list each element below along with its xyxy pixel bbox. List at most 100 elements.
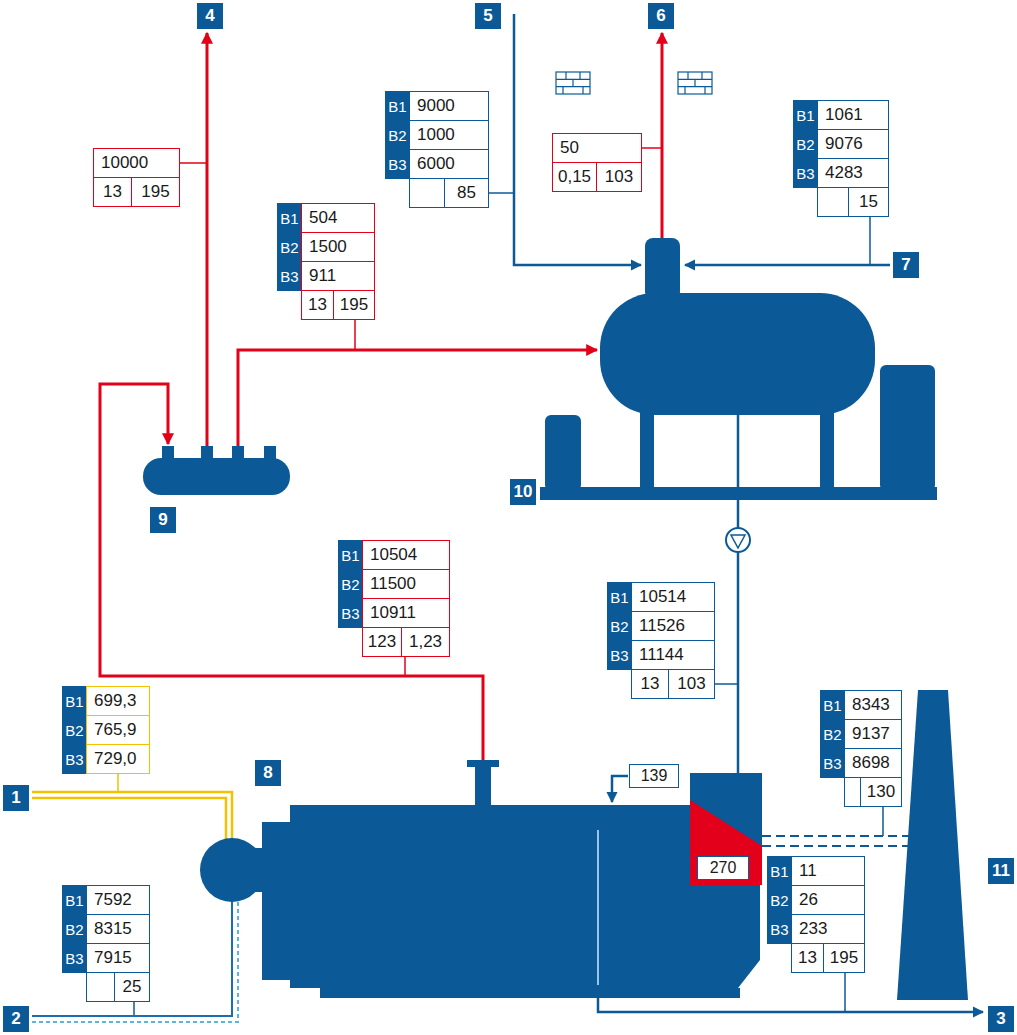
data-table: 500,15103 [552,133,642,192]
row-tag-cell: B1 [607,582,632,612]
callout-number: 4 [197,3,223,29]
boiler-body [290,805,760,988]
table-row: B21000 [385,120,489,150]
row-tag-cell: B3 [62,744,87,774]
value-cell: 9000 [409,91,489,121]
value-text: 765,9 [94,720,137,740]
value-text: 10000 [101,153,148,173]
brick-icon [556,72,590,94]
table-row: 85 [385,178,489,208]
data-table: B110514B211526B31114413103 [607,582,715,699]
leader-lines [134,193,883,1016]
table-row: 139 [629,764,679,788]
table-row: B2 11526 [607,611,715,641]
value-cell: 7915 [86,943,150,973]
table-row: 13 103 [607,669,715,699]
row-tag: B3 [610,647,628,664]
value-text: 9137 [852,724,890,744]
value-cell: 195 [823,943,865,973]
table-row: B11061 [793,100,889,130]
value-text: 130 [867,782,895,802]
distributor-body [143,458,290,495]
value-cell: 8315 [86,914,150,944]
row-tag: B2 [388,127,406,144]
value-text: 10504 [370,545,417,565]
distributor-stub [264,446,276,460]
tank-body [600,293,875,415]
row-tag: B1 [610,589,628,606]
value-text: 699,3 [94,691,137,711]
value-text: 7592 [94,890,132,910]
row-tag: B3 [388,156,406,173]
value-cell: 911 [301,261,375,291]
value-cell: 0,15 [552,162,597,192]
value-text: 9076 [825,134,863,154]
table-row: B38698 [820,748,902,778]
row-tag-cell: B3 [793,158,818,188]
leader-line [404,657,406,676]
value-text: 13 [308,295,327,315]
value-cell: 123 [362,627,402,657]
value-cell [820,777,845,807]
value-text: 103 [677,674,705,694]
value-text: 11500 [370,574,416,594]
row-tag: B3 [65,751,83,768]
value-cell: 6000 [409,149,489,179]
distributor-stub [201,446,213,460]
value-text: 7915 [94,948,132,968]
row-tag: B2 [65,921,83,938]
value-text: 911 [309,266,336,286]
value-text: 11144 [639,645,684,665]
callout-number: 6 [648,3,674,29]
row-tag: B2 [610,618,628,635]
table-row: B3729,0 [62,744,150,774]
callout-number: 2 [3,1006,29,1032]
value-text: 1,23 [409,632,442,652]
table-row: B111 [767,856,865,886]
value-cell: 13 [631,669,669,699]
value-text: 195 [141,182,169,202]
row-tag: B1 [280,210,298,227]
economizer [690,773,762,885]
value-text: 4283 [825,163,863,183]
row-tag: B3 [770,921,788,938]
row-tag-cell: B3 [607,640,632,670]
row-tag-cell: B3 [820,748,845,778]
value-cell [277,290,302,320]
tank-base [540,487,937,500]
table-row: 13 195 [93,177,180,207]
value-text: 195 [830,948,858,968]
value-text: 0,15 [558,167,591,187]
value-text: 11526 [639,616,685,636]
table-row: B29137 [820,719,902,749]
value-cell: 15 [848,187,889,217]
value-text: 103 [605,167,633,187]
row-tag-cell: B2 [62,715,87,745]
row-tag-cell: B1 [277,203,302,233]
value-text: 1061 [825,105,863,125]
value-text: 13 [103,182,122,202]
value-cell: 10504 [362,540,450,570]
value-text: 6000 [417,154,455,174]
callout-number: 8 [255,760,281,786]
row-tag-cell: B2 [793,129,818,159]
row-tag: B1 [388,98,406,115]
value-cell: 8698 [844,748,902,778]
value-cell: 9076 [817,129,889,159]
value-cell [793,187,818,217]
leader-line [844,973,846,1012]
value-cell: 11144 [631,640,715,670]
row-tag: B3 [280,268,298,285]
value-cell: 699,3 [86,686,150,716]
leader-line [869,217,871,265]
economizer-heat [690,800,762,885]
value-cell: 1,23 [401,627,450,657]
table-row: 13195 [277,290,375,320]
steam-distributor [143,446,290,495]
value-cell: 504 [301,203,375,233]
table-row: 13195 [767,943,865,973]
distributor-stub [162,446,174,460]
flue-duct [762,836,909,846]
table-row: B19000 [385,91,489,121]
pump-symbol [731,535,745,548]
